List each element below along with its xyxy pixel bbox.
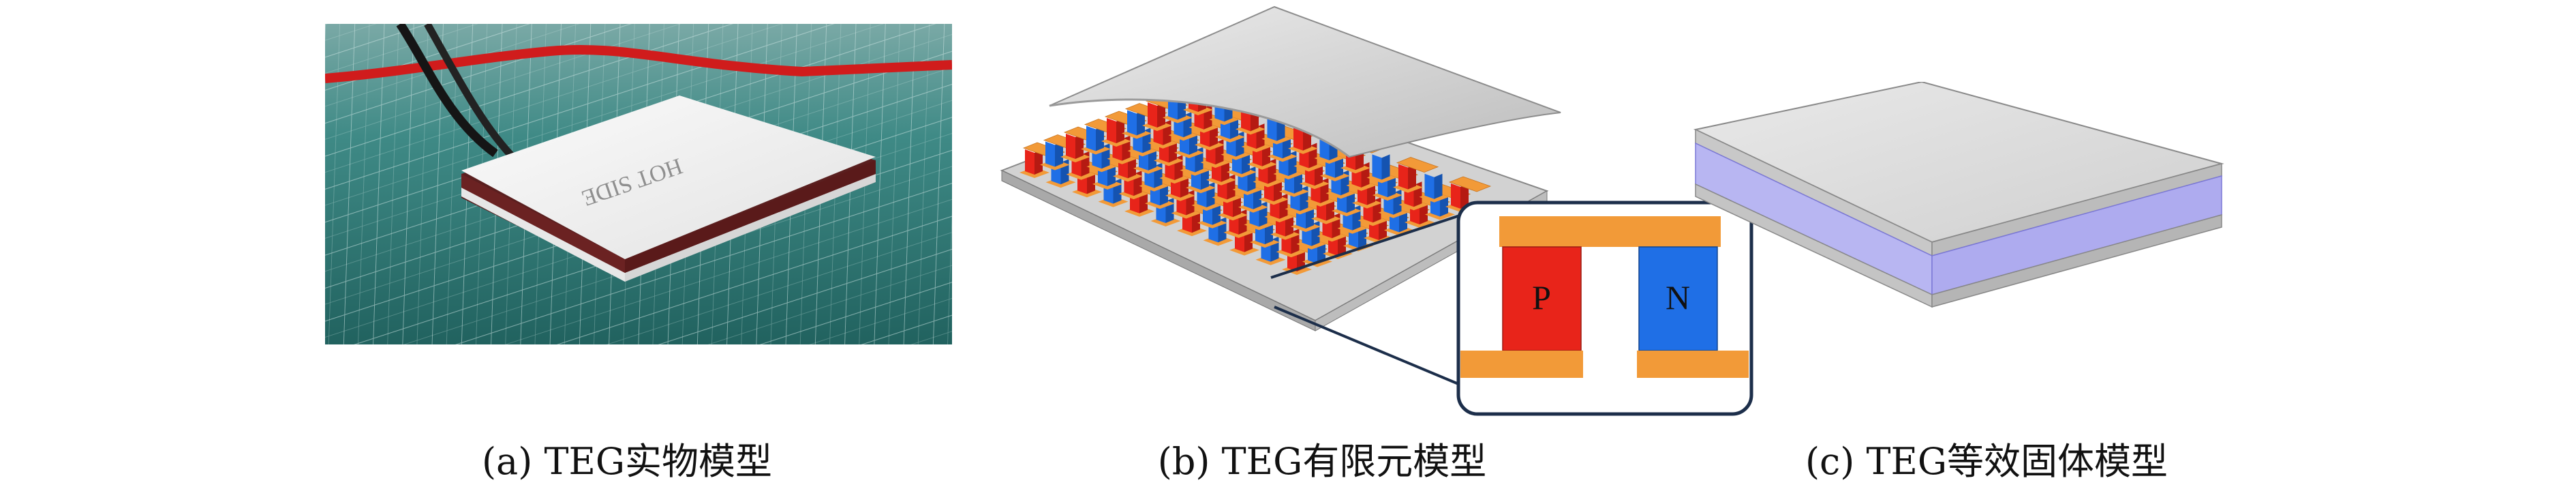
n-type-leg-side	[1137, 110, 1145, 136]
n-type-leg	[1267, 115, 1277, 141]
p-type-leg-side	[1460, 183, 1469, 209]
red-wire	[324, 44, 953, 83]
p-type-leg	[1398, 164, 1408, 190]
n-type-leg-side	[1434, 173, 1443, 199]
p-type-leg	[1451, 183, 1460, 209]
inset-bottom-electrode-left	[1460, 351, 1583, 378]
caption-c: (c) TEG等效固体模型	[1805, 440, 2168, 483]
p-type-leg	[1107, 118, 1116, 143]
caption-b: (b) TEG有限元模型	[1157, 440, 1487, 483]
inset-top-electrode	[1499, 216, 1721, 247]
p-type-leg-side	[1034, 149, 1043, 175]
n-leg-label: N	[1666, 278, 1690, 316]
p-type-leg	[1025, 149, 1034, 175]
panel-c-equivalent	[1683, 80, 2249, 341]
n-type-leg	[1127, 110, 1137, 136]
panel-a-photo: HOT SIDE	[324, 21, 953, 344]
p-type-leg	[1293, 125, 1303, 151]
equivalent-solid-block	[1693, 80, 2224, 308]
teg-module: HOT SIDE	[461, 95, 876, 282]
inset-bottom-electrode-right	[1637, 351, 1749, 378]
p-type-leg	[1148, 102, 1157, 128]
n-type-leg-side	[1381, 154, 1390, 180]
teg-fem-model: P N	[1000, 5, 1753, 416]
n-type-leg	[1086, 126, 1096, 151]
black-wire	[396, 21, 498, 158]
teg-photo-image: HOT SIDE	[324, 21, 953, 344]
n-type-leg	[1372, 154, 1382, 180]
panel-b-fem: P N	[981, 3, 1758, 419]
n-type-leg	[1045, 141, 1055, 167]
thermoelectric-leg-array	[1019, 79, 1492, 275]
p-type-leg-side	[1075, 134, 1084, 159]
n-type-leg-side	[1096, 126, 1104, 151]
p-type-leg-side	[1116, 118, 1124, 143]
inset-pointer-top	[1270, 213, 1462, 279]
n-leg	[1638, 246, 1718, 351]
p-leg-label: P	[1532, 278, 1551, 316]
pn-junction-inset: P N	[1456, 201, 1753, 416]
caption-a: (a) TEG实物模型	[481, 440, 773, 483]
p-type-leg-side	[1157, 102, 1165, 128]
n-type-leg	[1424, 173, 1435, 199]
top-electrode	[1448, 176, 1492, 192]
p-type-leg	[1066, 134, 1075, 159]
p-type-leg-side	[1408, 164, 1416, 190]
top-electrode	[1396, 157, 1439, 173]
inset-pointer-bottom	[1274, 306, 1462, 387]
n-type-leg-side	[1055, 141, 1063, 167]
